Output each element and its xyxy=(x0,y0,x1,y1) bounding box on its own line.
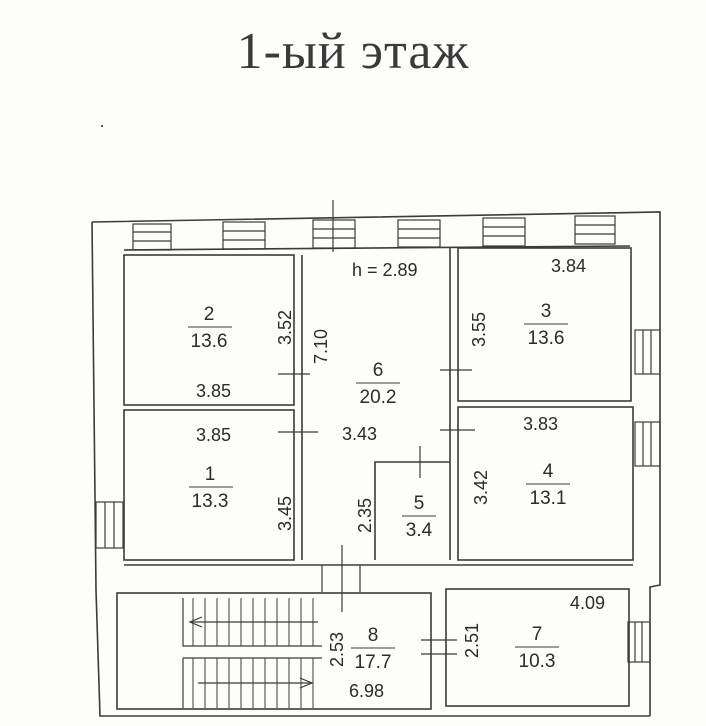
room-5-label: 5 3.4 xyxy=(402,493,436,541)
room-7-label: 7 10.3 xyxy=(515,624,559,672)
dim-room8-height: 2.53 xyxy=(327,632,347,667)
dim-room7-width: 4.09 xyxy=(570,593,605,613)
windows xyxy=(95,215,661,663)
ceiling-height-label: h = 2.89 xyxy=(352,260,418,280)
room-8-outline xyxy=(116,592,432,710)
window-top-1 xyxy=(132,223,172,251)
window-left-1 xyxy=(95,501,124,549)
room-3-outline xyxy=(457,247,632,402)
stray-mark xyxy=(101,125,103,127)
room-4-area: 13.1 xyxy=(530,488,567,509)
room-4-outline xyxy=(457,406,634,561)
door-marks xyxy=(278,200,475,655)
dim-room8-width: 6.98 xyxy=(349,681,384,701)
room-1-label: 1 13.3 xyxy=(189,464,233,512)
room-1-number: 1 xyxy=(205,464,216,485)
room-3-area: 13.6 xyxy=(528,328,565,349)
room-2-outline xyxy=(123,254,295,406)
dim-room2-width: 3.85 xyxy=(196,381,231,401)
room-8-number: 8 xyxy=(368,625,379,646)
room-7-number: 7 xyxy=(532,624,543,645)
dim-room3-height: 3.55 xyxy=(469,312,489,347)
dim-corridor-width: 3.43 xyxy=(342,424,377,444)
room-8-area: 17.7 xyxy=(355,652,392,673)
room-3-number: 3 xyxy=(541,301,552,322)
window-top-2 xyxy=(222,221,266,250)
dim-room1-height: 3.45 xyxy=(275,496,295,531)
stair-treads-lower xyxy=(192,658,314,708)
window-top-5 xyxy=(482,217,526,247)
dim-room3-width: 3.84 xyxy=(551,256,586,276)
room-2-number: 2 xyxy=(204,304,215,325)
dim-corridor-lower-height: 2.35 xyxy=(355,498,375,533)
room-1-area: 13.3 xyxy=(192,491,229,512)
inner-walls xyxy=(116,247,634,710)
dim-corridor-length: 7.10 xyxy=(311,329,331,364)
room-6-number: 6 xyxy=(373,360,384,381)
room-4-label: 4 13.1 xyxy=(526,461,570,509)
stair-arrow-left-icon xyxy=(188,616,203,628)
window-top-6 xyxy=(574,215,616,245)
staircase xyxy=(182,598,322,708)
window-right-1 xyxy=(634,329,661,375)
window-top-3 xyxy=(312,219,356,249)
stair-arrow-right-icon xyxy=(299,677,314,689)
dim-room7-height: 2.51 xyxy=(462,623,482,658)
window-right-2 xyxy=(634,421,661,467)
room-5-area: 3.4 xyxy=(406,520,433,541)
dim-room4-height: 3.42 xyxy=(471,470,491,505)
room-1-outline xyxy=(123,409,295,561)
room-2-label: 2 13.6 xyxy=(188,304,232,352)
room-7-area: 10.3 xyxy=(519,651,556,672)
window-top-4 xyxy=(397,219,441,248)
stair-treads-upper xyxy=(192,598,314,646)
room-5-number: 5 xyxy=(414,493,425,514)
window-right-3 xyxy=(627,621,651,663)
corridor-walls xyxy=(301,248,451,560)
room-4-number: 4 xyxy=(543,461,554,482)
floor-title: 1-ый этаж xyxy=(236,23,470,80)
room-7-outline xyxy=(445,588,630,707)
dim-room1-width: 3.85 xyxy=(196,425,231,445)
room-3-label: 3 13.6 xyxy=(524,301,568,349)
room-2-area: 13.6 xyxy=(191,331,228,352)
room-5-walls xyxy=(374,461,450,560)
room-6-area: 20.2 xyxy=(360,387,397,408)
room-6-label: 6 20.2 xyxy=(356,360,400,408)
dim-room4-width: 3.83 xyxy=(523,414,558,434)
dim-room2-height: 3.52 xyxy=(275,310,295,345)
room-8-label: 8 17.7 xyxy=(351,625,395,673)
